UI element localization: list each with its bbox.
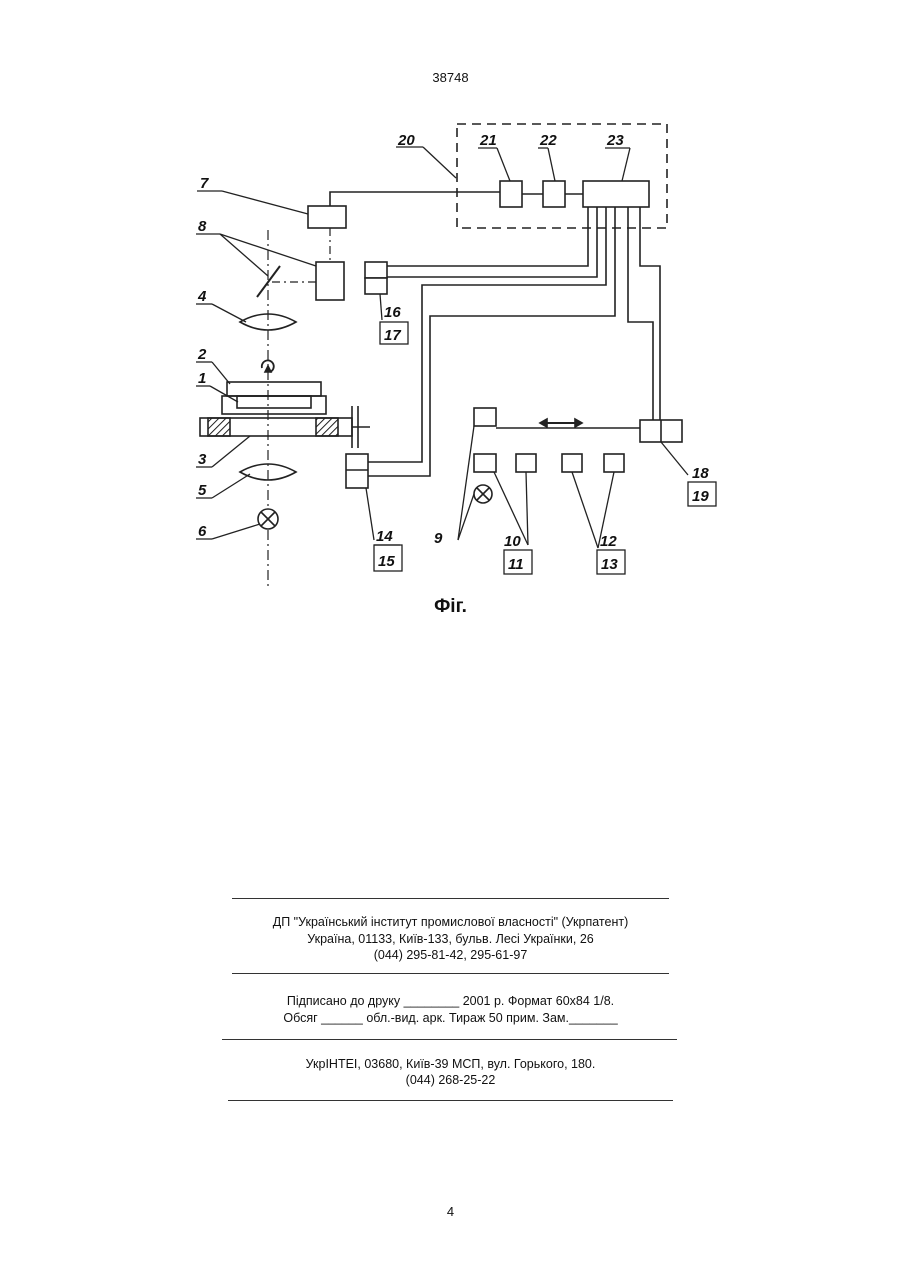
label-22: 22: [539, 132, 557, 149]
label-10: 10: [504, 533, 521, 550]
block-9: [474, 408, 496, 426]
printer-line-1: УкрІНТЕІ, 03680, Київ-39 МСП, вул. Горьк…: [0, 1056, 901, 1072]
block-12c: [604, 454, 624, 472]
block-21: [500, 181, 522, 207]
block-10: [474, 454, 496, 472]
publisher-line-1: ДП "Український інститут промислової вла…: [0, 914, 901, 930]
block-17: [365, 278, 387, 294]
label-13: 13: [601, 556, 618, 573]
label-16: 16: [384, 304, 401, 321]
page-number: 4: [0, 1204, 901, 1219]
label-15: 15: [378, 553, 395, 570]
label-8: 8: [198, 218, 207, 235]
block-16: [365, 262, 387, 278]
label-11: 11: [508, 556, 524, 573]
label-1: 1: [198, 370, 206, 387]
label-17: 17: [384, 327, 401, 344]
publisher-line-2: Україна, 01133, Київ-133, бульв. Лесі Ук…: [0, 931, 901, 947]
block-14-15: [346, 454, 368, 488]
label-2: 2: [197, 346, 207, 363]
label-5: 5: [198, 482, 207, 499]
label-9: 9: [434, 530, 443, 547]
block-7: [308, 206, 346, 228]
print-info-line-1: Підписано до друку ________ 2001 р. Форм…: [0, 993, 901, 1009]
holder-2: [227, 382, 321, 396]
figure-caption: Фіг.: [0, 596, 901, 618]
label-6: 6: [198, 523, 207, 540]
label-21: 21: [479, 132, 497, 149]
block-22: [543, 181, 565, 207]
label-7: 7: [200, 175, 209, 192]
block-23: [583, 181, 649, 207]
label-20: 20: [397, 132, 415, 149]
block-8: [316, 262, 344, 300]
divider: [232, 973, 669, 974]
publisher-line-3: (044) 295-81-42, 295-61-97: [0, 947, 901, 963]
divider: [228, 1100, 673, 1101]
label-4: 4: [197, 288, 207, 305]
label-12: 12: [600, 533, 617, 550]
sample-1: [237, 396, 311, 408]
divider: [232, 898, 669, 899]
block-12a: [516, 454, 536, 472]
label-23: 23: [606, 132, 624, 149]
label-14: 14: [376, 528, 393, 545]
block-12b: [562, 454, 582, 472]
device-schematic-figure: 20 21 22 23 7 8 4 2 1 3 5 6 16 17 14 15 …: [0, 0, 901, 600]
label-19: 19: [692, 488, 709, 505]
label-3: 3: [198, 451, 207, 468]
label-18: 18: [692, 465, 709, 482]
divider: [222, 1039, 677, 1040]
printer-line-2: (044) 268-25-22: [0, 1072, 901, 1088]
print-info-line-2: Обсяг ______ обл.-вид. арк. Тираж 50 при…: [0, 1010, 901, 1026]
